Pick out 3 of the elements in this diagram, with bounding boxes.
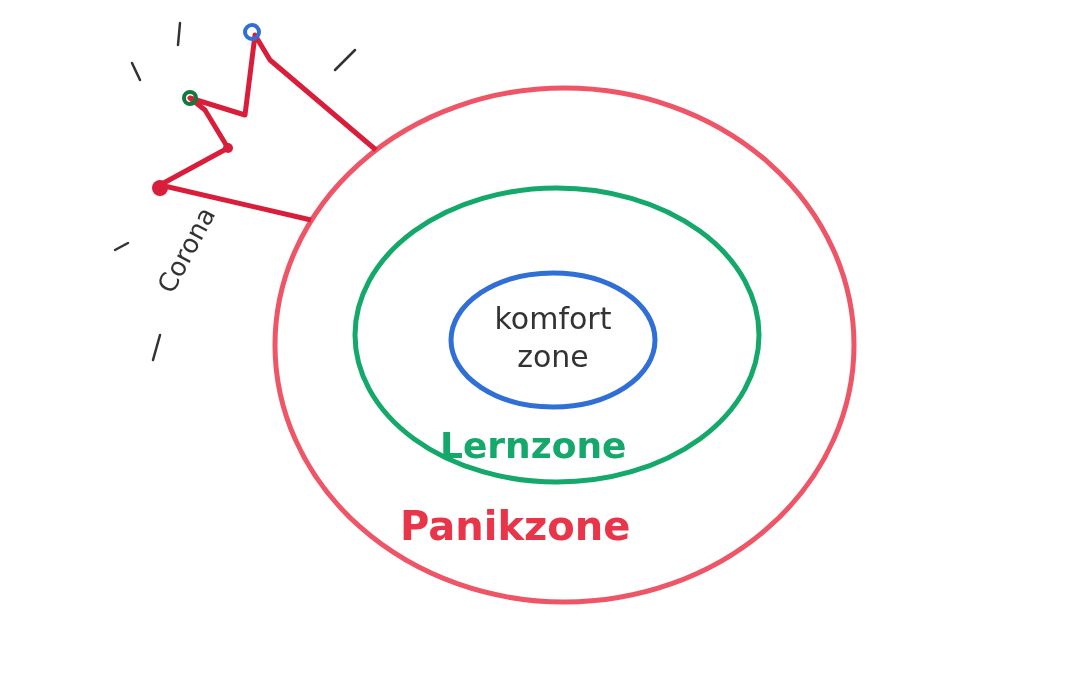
zone-label: komfort zone bbox=[493, 300, 613, 375]
zone-label: Panikzone bbox=[400, 503, 631, 549]
zone-label: Lernzone bbox=[440, 425, 627, 466]
